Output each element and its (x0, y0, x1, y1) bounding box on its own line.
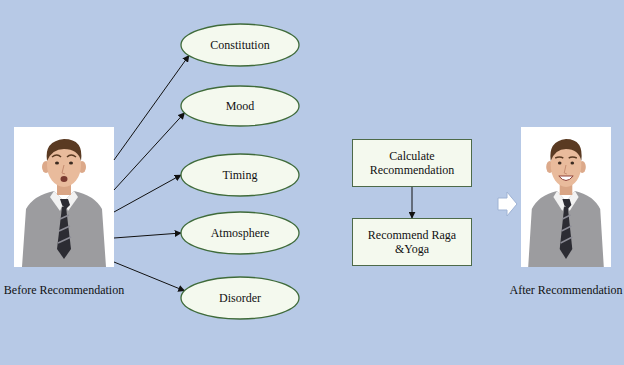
factor-ellipse: Mood (180, 85, 300, 127)
photo-caption: Before Recommendation (2, 283, 127, 297)
ellipse-shape (181, 212, 299, 254)
arrow-connector (412, 187, 413, 218)
factor-ellipse: Disorder (180, 276, 300, 320)
block-arrow (498, 192, 517, 216)
node-label: Disorder (219, 291, 261, 305)
ellipse-shape (181, 24, 299, 66)
factor-ellipse: Constitution (180, 23, 300, 67)
factor-ellipse: Timing (180, 153, 300, 197)
node-label: Timing (223, 168, 258, 182)
process-box: Calculate Recommendation (352, 139, 472, 187)
photo-frame: Before Recommendation (2, 127, 127, 297)
ellipse-shape (181, 86, 299, 126)
arrow-connector (114, 56, 189, 161)
node-label: Constitution (210, 38, 269, 52)
node-label: Calculate Recommendation (361, 149, 463, 177)
node-label: Atmosphere (211, 226, 270, 240)
photo-frame: After Recommendation (508, 127, 624, 297)
ellipse-shape (181, 154, 299, 196)
process-box: Recommend Raga &Yoga (352, 218, 472, 266)
arrow-connector (114, 262, 185, 291)
arrow-connector (114, 233, 181, 238)
smiling-man-photo (521, 127, 611, 267)
arrow-connector (114, 175, 181, 212)
photo-caption: After Recommendation (508, 283, 624, 297)
factor-ellipse: Atmosphere (180, 211, 300, 255)
ellipse-shape (181, 277, 299, 319)
node-label: Recommend Raga &Yoga (361, 228, 463, 256)
node-label: Mood (226, 99, 255, 113)
worried-man-photo (14, 127, 114, 267)
